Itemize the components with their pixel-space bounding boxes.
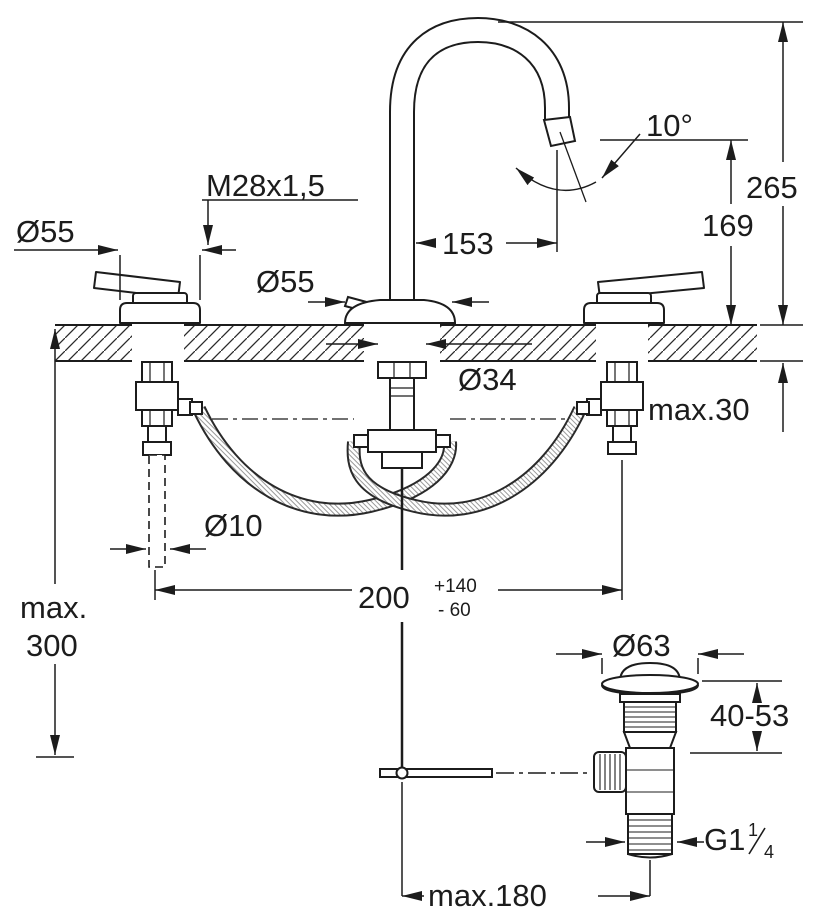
spout xyxy=(343,16,587,324)
dim-spout-reach: 153 xyxy=(442,226,494,261)
dim-spout-angle: 10° xyxy=(646,108,693,143)
dim-waste-adjust: 40-53 xyxy=(710,698,789,733)
dim-dia63: Ø63 xyxy=(612,628,671,663)
right-valve-body xyxy=(576,361,644,455)
waste-tailpiece xyxy=(627,813,673,855)
threaded-rod-dashed xyxy=(148,454,166,568)
spout-tube xyxy=(391,18,568,324)
dim-waste-thread-denominator: 4 xyxy=(764,842,774,862)
left-handle xyxy=(93,271,201,324)
hose-left xyxy=(194,406,456,515)
pop-up-waste xyxy=(593,661,699,859)
dim-height-outlet: 169 xyxy=(702,208,754,243)
waste-body xyxy=(625,747,675,815)
hose-right xyxy=(348,406,585,515)
dim-dia55-center: Ø55 xyxy=(256,264,315,299)
right-handle xyxy=(583,271,705,324)
dim-hole-distance: 200 xyxy=(358,580,410,615)
countertop-holes xyxy=(132,323,648,363)
countertop-section xyxy=(55,323,757,363)
dim-max-below-line2: 300 xyxy=(26,628,78,663)
dimensions xyxy=(14,21,806,916)
dim-hole-distance-minus: - 60 xyxy=(438,600,471,621)
left-handle-escutcheon xyxy=(119,302,201,324)
spout-axis-line xyxy=(559,131,587,203)
label-backgrounds xyxy=(16,166,806,916)
extension-lines xyxy=(36,21,803,896)
right-handle-escutcheon xyxy=(583,302,665,324)
spout-base-escutcheon xyxy=(343,299,457,324)
lift-rod xyxy=(379,468,592,780)
dim-thread-top: M28x1,5 xyxy=(206,168,325,203)
dim-max-below-line1: max. xyxy=(20,590,87,625)
dimension-labels: Ø55 M28x1,5 153 Ø55 10° 265 169 Ø34 max.… xyxy=(16,108,798,913)
dim-waste-thread-numerator: 1 xyxy=(748,820,758,840)
dim-max-deck: max.30 xyxy=(648,392,750,427)
center-shank-and-tee xyxy=(353,361,451,469)
lift-rod-pivot xyxy=(395,766,409,780)
dim-waste-thread: G1 xyxy=(704,822,745,857)
dim-dia55-left: Ø55 xyxy=(16,214,75,249)
dim-hole-distance-plus: +140 xyxy=(434,576,477,597)
left-valve-body xyxy=(135,361,203,568)
dim-dia10: Ø10 xyxy=(204,508,263,543)
spout-outlet-tip xyxy=(542,115,577,148)
dim-dia34: Ø34 xyxy=(458,362,517,397)
dim-height-total: 265 xyxy=(746,170,798,205)
waste-flange xyxy=(601,674,699,694)
fraction-slash xyxy=(748,827,766,855)
dim-waste-reach: max.180 xyxy=(428,878,547,913)
flexible-connection-hoses xyxy=(192,406,587,517)
